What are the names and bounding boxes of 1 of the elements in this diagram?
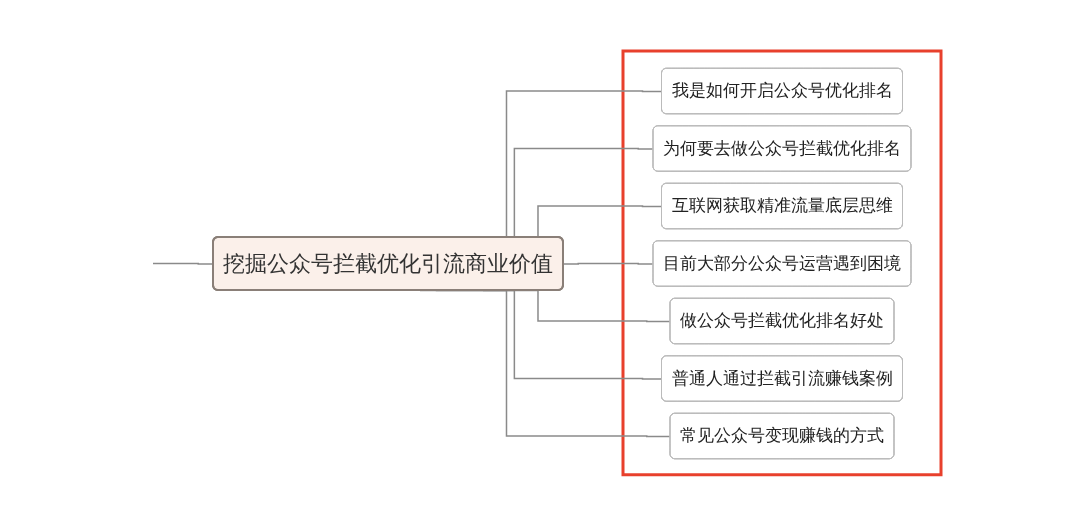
- cluster: [621, 49, 943, 477]
